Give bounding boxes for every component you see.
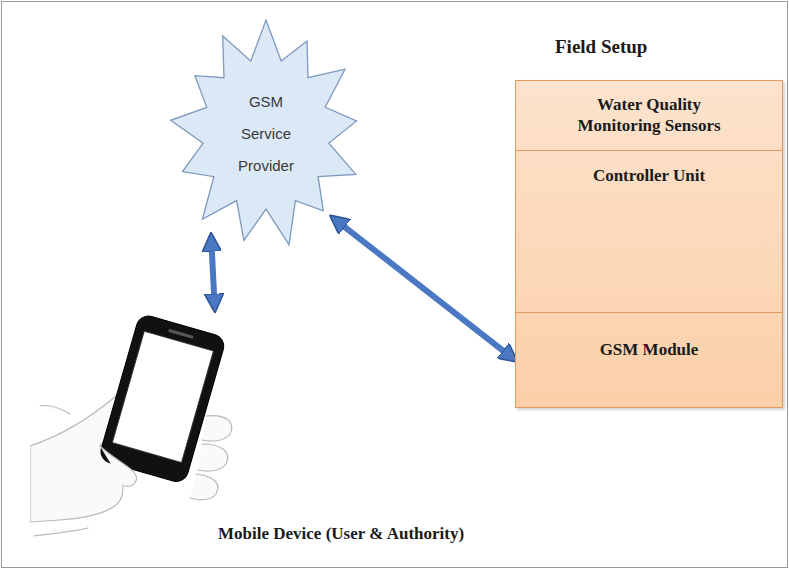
module-band: GSM Module [515,312,783,408]
finger [198,444,228,471]
band-label: GSM Module [529,339,769,360]
phone-speaker [168,329,194,339]
mobile-device: Mobile Device (User & Authority) [30,296,590,558]
module-band: Controller Unit [515,150,783,312]
field-setup-group: Field SetupWater Quality Monitoring Sens… [515,28,783,408]
hand-line [34,405,88,536]
arrow-shaft [211,236,215,309]
cloud-burst: GSM Service Provider [168,18,364,250]
phone-body [98,313,226,484]
band-label: Water Quality Monitoring Sensors [559,94,739,136]
phone-drawing [98,313,226,484]
burst-shape [171,20,357,245]
phone-screen [112,331,213,462]
provider-label: GSM Service Provider [226,86,306,182]
arrow-shaft [333,218,515,360]
module-band: Water Quality Monitoring Sensors [515,80,783,150]
thumb [100,446,136,486]
double-arrow [211,236,215,309]
band-label: Controller Unit [529,165,769,186]
hand-phone-illustration [30,296,590,558]
group-heading: Field Setup [555,36,647,58]
double-arrow [333,218,515,360]
finger [202,416,232,441]
finger [190,474,218,500]
device-label: Mobile Device (User & Authority) [218,524,464,544]
